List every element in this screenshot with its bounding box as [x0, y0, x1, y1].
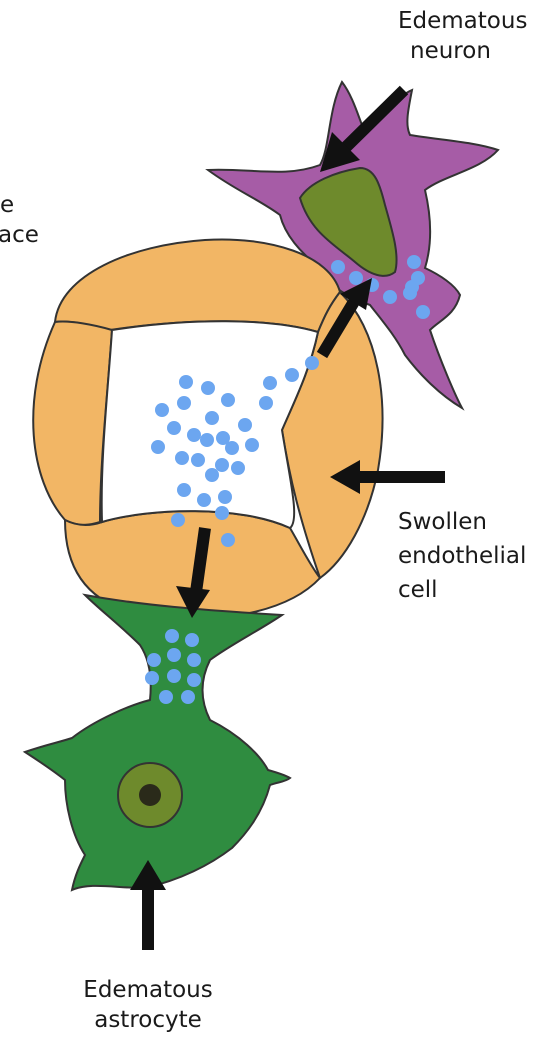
water-dot	[187, 673, 201, 687]
capillary	[33, 239, 382, 618]
neuron-label-line-2: neuron	[398, 36, 527, 66]
water-dot	[215, 458, 229, 472]
water-dot	[167, 669, 181, 683]
water-dot	[167, 648, 181, 662]
water-dot	[205, 468, 219, 482]
astrocyte-label: Edematous astrocyte	[48, 975, 248, 1035]
water-dot	[416, 305, 430, 319]
water-dot	[349, 271, 363, 285]
endothelial-cell-label: Swollen endothelial cell	[398, 505, 526, 607]
water-dot	[403, 286, 417, 300]
water-dot	[407, 255, 421, 269]
water-dot	[231, 461, 245, 475]
water-dot	[331, 260, 345, 274]
water-dot	[159, 690, 173, 704]
water-dot	[171, 513, 185, 527]
neuron-label: Edematous neuron	[398, 6, 527, 66]
water-dot	[187, 428, 201, 442]
extracellular-space-label-partial: e ace	[0, 190, 39, 250]
space-label-line-2: ace	[0, 220, 39, 250]
water-dot	[218, 490, 232, 504]
astrocyte-label-line-1: Edematous	[48, 975, 248, 1005]
water-dot	[187, 653, 201, 667]
water-dot	[221, 393, 235, 407]
water-dot	[191, 453, 205, 467]
endothelial-cell-top	[55, 239, 340, 332]
astrocyte-body	[25, 595, 290, 890]
water-dot	[383, 290, 397, 304]
water-dot	[245, 438, 259, 452]
water-dot	[197, 493, 211, 507]
water-dot	[305, 356, 319, 370]
water-dot	[145, 671, 159, 685]
neuron-label-line-1: Edematous	[398, 6, 527, 36]
water-dot	[225, 441, 239, 455]
water-dot	[165, 629, 179, 643]
water-dot	[263, 376, 277, 390]
water-dot	[259, 396, 273, 410]
water-dot	[285, 368, 299, 382]
water-dot	[177, 483, 191, 497]
water-dot	[200, 433, 214, 447]
water-dot	[185, 633, 199, 647]
astrocyte-nucleolus	[139, 784, 161, 806]
water-dot	[179, 375, 193, 389]
water-dot	[155, 403, 169, 417]
edematous-astrocyte	[25, 595, 290, 890]
water-dot	[177, 396, 191, 410]
water-dot	[215, 506, 229, 520]
endothelial-label-line-3: cell	[398, 573, 526, 607]
astrocyte-label-line-2: astrocyte	[48, 1005, 248, 1035]
water-dot	[221, 533, 235, 547]
endothelial-cell-left	[33, 322, 112, 525]
water-dot	[147, 653, 161, 667]
endothelial-label-line-1: Swollen	[398, 505, 526, 539]
space-label-line-1: e	[0, 190, 39, 220]
water-dot	[151, 440, 165, 454]
water-dot	[238, 418, 252, 432]
water-dot	[175, 451, 189, 465]
water-dot	[205, 411, 219, 425]
water-dot	[201, 381, 215, 395]
water-dot	[167, 421, 181, 435]
water-dot	[181, 690, 195, 704]
endothelial-label-line-2: endothelial	[398, 539, 526, 573]
